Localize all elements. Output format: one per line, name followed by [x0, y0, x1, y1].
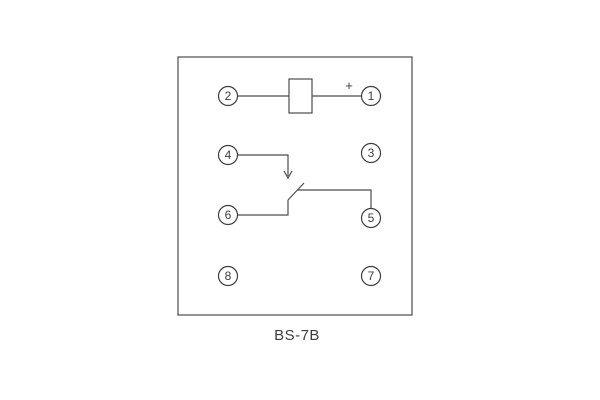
terminal-1-label: 1	[368, 89, 375, 103]
contact-arrowhead-icon	[283, 170, 293, 180]
device-outline	[177, 56, 413, 316]
terminal-8: 8	[217, 265, 239, 287]
terminal-5-label: 5	[368, 211, 375, 225]
contact-blade	[287, 182, 305, 201]
wire-terminal4-to-contact	[237, 154, 289, 176]
terminal-1: 1	[360, 85, 382, 107]
terminal-7: 7	[360, 265, 382, 287]
terminal-3-circle	[360, 142, 382, 164]
terminal-3: 3	[360, 142, 382, 164]
terminal-7-circle	[360, 265, 382, 287]
terminal-4: 4	[217, 144, 239, 166]
diagram-caption: BS-7B	[274, 327, 320, 344]
terminal-4-circle	[217, 144, 239, 166]
wire-terminal6-to-contact	[237, 200, 289, 216]
terminal-6: 6	[217, 204, 239, 226]
terminal-1-circle	[360, 85, 382, 107]
terminal-7-label: 7	[368, 269, 375, 283]
terminal-8-label: 8	[225, 269, 232, 283]
terminal-6-circle	[217, 204, 239, 226]
wire-contact-to-terminal5	[297, 189, 372, 209]
terminal-4-label: 4	[225, 148, 232, 162]
terminal-2-label: 2	[225, 89, 232, 103]
terminal-6-label: 6	[225, 208, 232, 222]
terminal-2: 2	[217, 85, 239, 107]
terminal-5: 5	[360, 207, 382, 229]
terminal-3-label: 3	[368, 146, 375, 160]
terminal-2-circle	[217, 85, 239, 107]
polarity-plus-label: +	[345, 78, 353, 93]
coil-symbol	[288, 78, 313, 114]
terminal-8-circle	[217, 265, 239, 287]
terminal-5-circle	[360, 207, 382, 229]
